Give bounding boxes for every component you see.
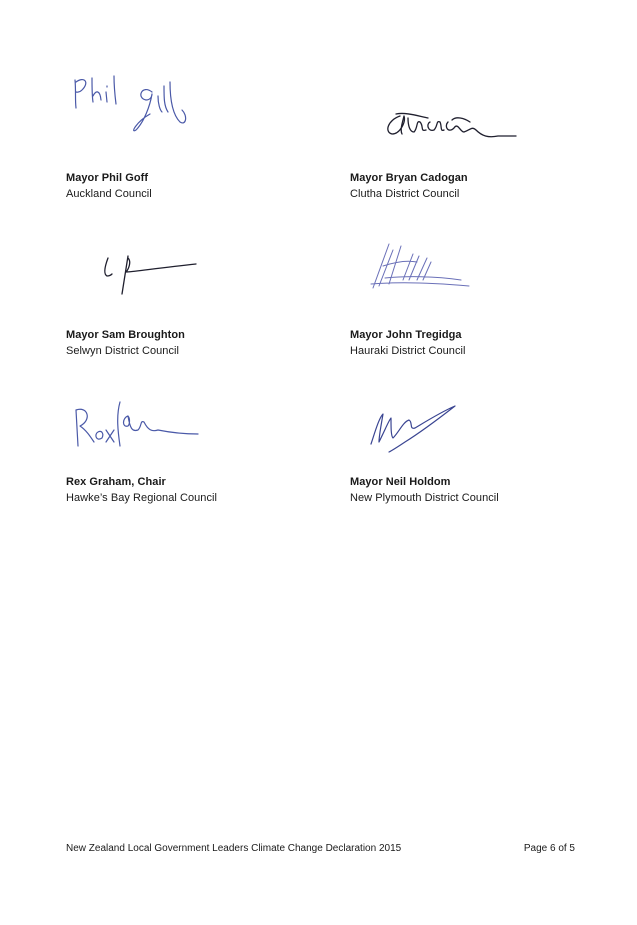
signatory-name: Mayor Phil Goff xyxy=(66,172,149,184)
signatory-organisation: Selwyn District Council xyxy=(66,345,180,357)
signature-stroke xyxy=(387,115,517,138)
footer-page-number: Page 6 of 5 xyxy=(523,843,575,854)
signature-stroke xyxy=(75,408,115,447)
signatory-organisation: New Plymouth District Council xyxy=(350,492,499,504)
signatory-organisation: Clutha District Council xyxy=(350,188,460,200)
signatory-name: Mayor Neil Holdom xyxy=(350,476,451,488)
signatory-name: Mayor Sam Broughton xyxy=(66,329,185,341)
signature-stroke xyxy=(370,405,456,453)
signature-stroke xyxy=(121,255,197,295)
footer-document-title: New Zealand Local Government Leaders Cli… xyxy=(66,843,402,854)
signature-rex-graham xyxy=(75,401,199,447)
signature-stroke xyxy=(395,112,471,123)
signatory-name: Mayor John Tregidga xyxy=(350,329,462,341)
signature-stroke xyxy=(104,257,113,277)
signatory-organisation: Hauraki District Council xyxy=(350,345,466,357)
signature-bryan-cadogan xyxy=(387,112,517,138)
signature-sam-broughton xyxy=(104,255,197,295)
signatory-name: Rex Graham, Chair xyxy=(66,476,166,488)
signature-john-tregidga xyxy=(370,243,470,289)
signatory-name: Mayor Bryan Cadogan xyxy=(350,172,468,184)
signature-stroke xyxy=(117,401,199,447)
signatory-organisation: Auckland Council xyxy=(66,188,152,200)
signature-stroke xyxy=(370,243,470,289)
signature-neil-holdom xyxy=(370,405,456,453)
signature-stroke xyxy=(74,75,117,109)
signature-phil-goff xyxy=(74,75,187,132)
signatory-organisation: Hawke’s Bay Regional Council xyxy=(66,492,217,504)
signature-stroke xyxy=(133,81,187,132)
